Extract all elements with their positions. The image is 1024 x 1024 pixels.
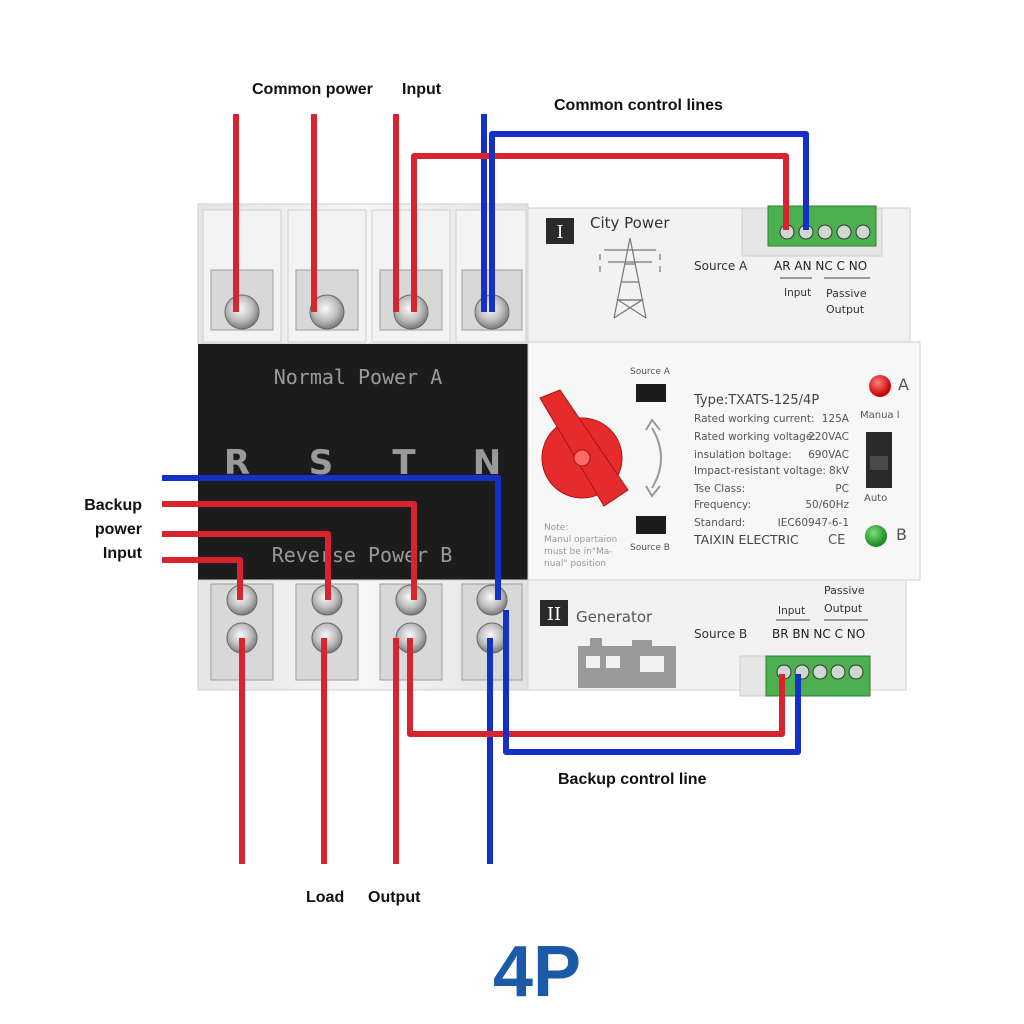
- auto-label: Auto: [864, 493, 887, 504]
- spec-key: insulation boltage:: [694, 449, 792, 461]
- spec-key: Rated working voltage:: [694, 431, 816, 443]
- type-label: Type:TXATS-125/4P: [693, 393, 819, 408]
- note-line-2: Manul opartaion: [544, 535, 617, 545]
- ce-mark: CE: [828, 533, 845, 548]
- breaker-module: Normal Power A Reverse Power B R S T N: [197, 203, 529, 691]
- wire-backup-control-br: [407, 638, 785, 737]
- rotate-arrow-icon: [645, 418, 662, 498]
- label-input-backup: Input: [103, 545, 143, 562]
- wire-control-an: [489, 131, 809, 312]
- bottom-terminal-names: BR BN NC C NO: [772, 627, 865, 641]
- top-output-text: Output: [826, 303, 865, 316]
- manual-label: Manua l: [860, 410, 900, 421]
- roman-two-badge: [540, 600, 568, 626]
- controller-module: I City Power Source A AR AN NC C NO Inpu…: [527, 205, 921, 697]
- spec-val: 220VAC: [808, 431, 849, 443]
- top-terminal-names: AR AN NC C NO: [774, 259, 867, 273]
- spec-val: 8kV: [829, 465, 850, 477]
- spec-key: Standard:: [694, 517, 745, 529]
- label-common-power: Common power: [252, 81, 373, 98]
- note-line-4: nual" position: [544, 559, 606, 569]
- label-common-control-lines: Common control lines: [554, 97, 723, 114]
- front-source-a: Source A: [630, 367, 671, 377]
- label-input-top: Input: [402, 81, 442, 98]
- wire-backup-control-bn: [503, 610, 801, 755]
- spec-key: Impact-resistant voltage:: [694, 465, 826, 477]
- indicator-a-lamp: [869, 375, 891, 397]
- source-a-text: Source A: [694, 259, 748, 273]
- top-terminal-covers: [202, 209, 527, 343]
- label-output: Output: [368, 889, 421, 906]
- label-backup-control-line: Backup control line: [558, 771, 707, 788]
- indicator-b-lamp: [865, 525, 887, 547]
- city-power-title: City Power: [590, 214, 670, 232]
- spec-val: 125A: [822, 413, 850, 425]
- bottom-input-text: Input: [778, 605, 805, 617]
- spec-key: Rated working current:: [694, 413, 814, 425]
- generator-icon: [578, 638, 676, 688]
- wire-backup-s: [162, 531, 331, 600]
- front-source-b: Source B: [630, 543, 670, 553]
- note-line-3: must be in"Ma-: [544, 547, 613, 557]
- spec-key: Frequency:: [694, 499, 751, 511]
- spec-table: Rated working current: 125A Rated workin…: [693, 413, 850, 529]
- window-b: [636, 516, 666, 534]
- window-a: [636, 384, 666, 402]
- label-4p: 4P: [493, 932, 581, 1012]
- roman-one-badge: [546, 218, 574, 244]
- normal-power-label: Normal Power A: [274, 365, 443, 389]
- bottom-output-text: Output: [824, 602, 863, 615]
- source-b-text: Source B: [694, 627, 747, 641]
- spec-key: Tse Class:: [693, 483, 745, 495]
- manual-note: Note: Manul opartaion must be in"Ma- nua…: [544, 523, 617, 569]
- spec-val: PC: [835, 483, 849, 495]
- spec-val: IEC60947-6-1: [778, 517, 849, 529]
- spec-val: 50/60Hz: [805, 499, 849, 511]
- label-load: Load: [306, 889, 344, 906]
- label-power: power: [95, 521, 142, 538]
- top-passive-text: Passive: [826, 287, 867, 300]
- pylon-icon: [599, 237, 661, 319]
- wiring: [162, 114, 809, 864]
- wire-backup-t: [162, 501, 417, 600]
- wire-backup-n: [162, 475, 501, 600]
- roman-two: II: [547, 604, 561, 625]
- label-backup: Backup: [84, 497, 142, 514]
- breaker-face: [198, 344, 528, 580]
- wire-backup-r: [162, 557, 243, 600]
- reverse-power-label: Reverse Power B: [272, 543, 453, 567]
- roman-one: I: [556, 222, 563, 243]
- indicator-a-label: A: [898, 375, 909, 394]
- bottom-passive-text: Passive: [824, 584, 865, 597]
- top-control-terminal-block: [767, 205, 877, 247]
- wire-control-ar: [411, 153, 789, 312]
- note-line-1: Note:: [544, 523, 568, 533]
- callout-labels: Common power Input Common control lines …: [84, 81, 723, 1012]
- brand-label: TAIXIN ELECTRIC: [693, 532, 799, 547]
- generator-title: Generator: [576, 608, 653, 626]
- manual-rotary-handle[interactable]: [539, 389, 629, 507]
- top-input-text: Input: [784, 287, 811, 299]
- indicator-b-label: B: [896, 525, 907, 544]
- spec-val: 690VAC: [808, 449, 849, 461]
